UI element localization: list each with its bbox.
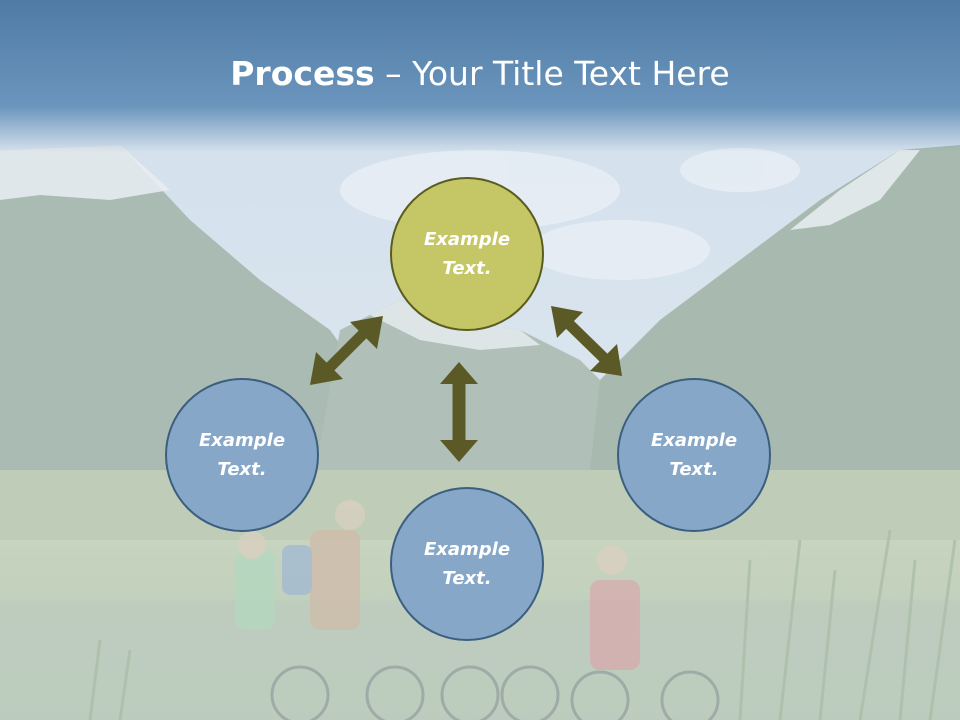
reeds bbox=[88, 529, 957, 720]
node-top-label: Example Text. bbox=[423, 229, 511, 279]
process-node-top: Example Text. bbox=[390, 177, 544, 331]
title-dash: – bbox=[374, 54, 413, 93]
process-node-left: Example Text. bbox=[165, 378, 319, 532]
cyclists bbox=[235, 500, 720, 720]
node-right-label: Example Text. bbox=[650, 430, 738, 480]
title-bar: Process – Your Title Text Here bbox=[0, 0, 960, 152]
process-node-right: Example Text. bbox=[617, 378, 771, 532]
title-bold-word: Process bbox=[230, 54, 375, 93]
process-node-bottom: Example Text. bbox=[390, 487, 544, 641]
title-text: Your Title Text Here bbox=[412, 54, 730, 93]
node-left-label: Example Text. bbox=[198, 430, 286, 480]
node-bottom-label: Example Text. bbox=[423, 539, 511, 589]
slide-title: Process – Your Title Text Here bbox=[0, 52, 960, 96]
